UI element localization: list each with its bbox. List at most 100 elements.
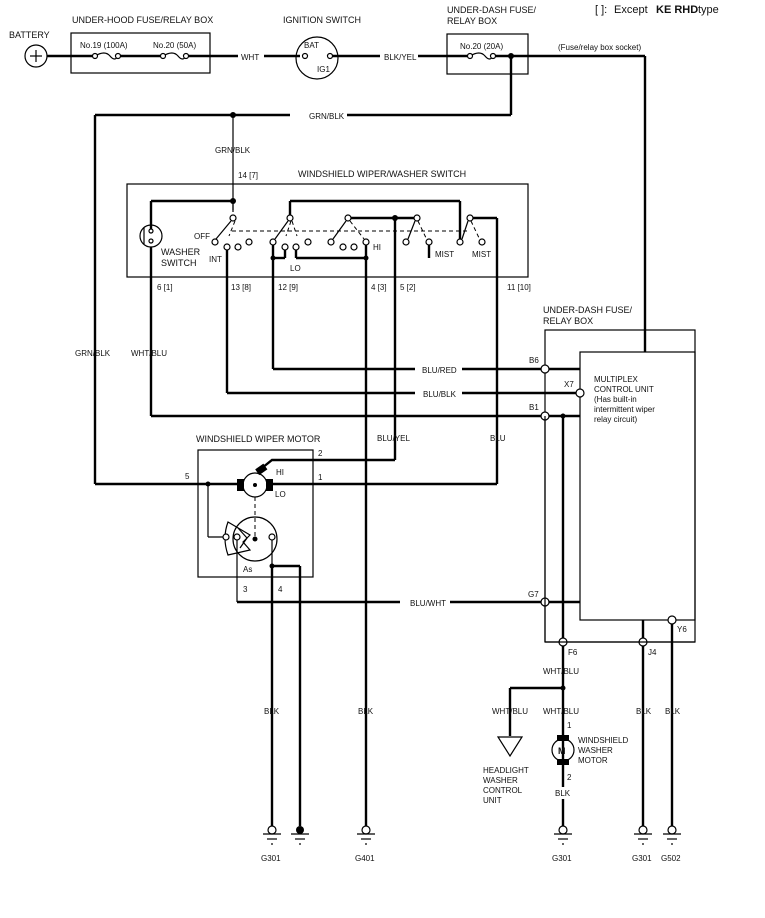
pin-m3: 3: [243, 585, 248, 594]
ground-g401: G401: [355, 825, 375, 863]
pin-sw-12: 12 [9]: [278, 283, 298, 292]
headlight-label-2: WASHER: [483, 776, 518, 785]
ground-motor-case: [291, 826, 309, 845]
pin-m4: 4: [278, 585, 283, 594]
pin-j4: J4: [648, 648, 657, 657]
pin-sw-14: 14 [7]: [238, 171, 258, 180]
fuse-20-hood-label: No.20 (50A): [153, 41, 196, 50]
switch-pos-lo: LO: [290, 264, 301, 273]
connector-arrow-icon: [496, 736, 524, 758]
wire-label-wht-blu-f6: WHT/BLU: [543, 667, 579, 676]
pin-sw-11: 11 [10]: [507, 283, 531, 292]
wire-label-blu-yel: BLU/YEL: [377, 434, 410, 443]
mcu-box-label-2: RELAY BOX: [543, 316, 593, 326]
ground-icon: [638, 825, 648, 835]
legend-note: [ ]: Except KE RHD type: [595, 4, 719, 16]
ground-icon: [558, 825, 568, 835]
ground-label: G502: [661, 854, 681, 863]
wire-label-blk-1: BLK: [264, 707, 280, 716]
switch-pos-int: INT: [209, 255, 222, 264]
under-dash-fuse-relay-box: UNDER-DASH FUSE/ RELAY BOX No.20 (20A): [446, 5, 537, 75]
mcu-box-label-1: UNDER-DASH FUSE/: [543, 305, 633, 315]
battery: BATTERY: [9, 30, 50, 68]
wiper-switch-label: WINDSHIELD WIPER/WASHER SWITCH: [298, 169, 466, 179]
pin-m5: 5: [185, 472, 190, 481]
ground-icon: [267, 825, 277, 835]
wire-label-blk-yel: BLK/YEL: [384, 53, 417, 62]
ground-g301-a: G301: [261, 825, 281, 863]
motor-lo-label: LO: [275, 490, 286, 499]
ground-label: G301: [552, 854, 572, 863]
note-except: Except: [614, 4, 648, 16]
wire-label-blk-5: BLK: [665, 707, 681, 716]
wire-label-wht-blu-left: WHT/BLU: [131, 349, 167, 358]
wire-label-blk-4: BLK: [636, 707, 652, 716]
ground-label: G301: [261, 854, 281, 863]
pin-m1: 1: [318, 473, 323, 482]
motor-hi-label: HI: [276, 468, 284, 477]
ignition-switch-label: IGNITION SWITCH: [283, 15, 361, 25]
mcu-label-2: CONTROL UNIT: [594, 385, 654, 394]
washer-switch-label-1: WASHER: [161, 247, 201, 257]
pin-f6: F6: [568, 648, 578, 657]
wire-label-blu-wht: BLU/WHT: [410, 599, 446, 608]
wire-label-grn-blk-left: GRN/BLK: [75, 349, 111, 358]
wire-label-wht-blu-hl: WHT/BLU: [492, 707, 528, 716]
pin-sw-13: 13 [8]: [231, 283, 251, 292]
connector-y6: [667, 615, 677, 625]
headlight-label-3: CONTROL: [483, 786, 523, 795]
washer-motor-label-2: WASHER: [578, 746, 613, 755]
switch-pos-off: OFF: [194, 232, 210, 241]
under-dash-box-label-1: UNDER-DASH FUSE/: [447, 5, 537, 15]
windshield-wiper-motor: WINDSHIELD WIPER MOTOR 5 2 1 HI LO As 3 …: [95, 434, 497, 594]
ground-label: G301: [632, 854, 652, 863]
battery-label: BATTERY: [9, 30, 50, 40]
washer-motor-label-1: WINDSHIELD: [578, 736, 628, 745]
pin-b1: B1: [529, 403, 539, 412]
ground-icon: [296, 826, 304, 834]
note-bracket: [ ]:: [595, 4, 607, 16]
pin-sw-5: 5 [2]: [400, 283, 416, 292]
ground-icon: [667, 825, 677, 835]
multiplex-control-unit: UNDER-DASH FUSE/ RELAY BOX MULTIPLEX CON…: [528, 305, 696, 657]
headlight-label-4: UNIT: [483, 796, 502, 805]
washer-motor-label-3: MOTOR: [578, 756, 608, 765]
pin-wm1: 1: [567, 721, 572, 730]
switch-pos-hi: HI: [373, 243, 381, 252]
wire-label-wht-blu-wm: WHT/BLU: [543, 707, 579, 716]
pin-sw-4: 4 [3]: [371, 283, 387, 292]
wire-label-blk-2: BLK: [358, 707, 374, 716]
mcu-label-5: relay circuit): [594, 415, 637, 424]
pin-y6: Y6: [677, 625, 687, 634]
under-hood-fuse-relay-box: UNDER-HOOD FUSE/RELAY BOX No.19 (100A) N…: [70, 15, 213, 74]
note-type: type: [698, 4, 719, 16]
switch-pos-mist-2: MIST: [472, 250, 491, 259]
wire-label-blu-blk: BLU/BLK: [423, 390, 457, 399]
under-hood-box-label: UNDER-HOOD FUSE/RELAY BOX: [72, 15, 213, 25]
wire-label-wht: WHT: [241, 53, 259, 62]
wire-label-blu-red: BLU/RED: [422, 366, 457, 375]
headlight-washer-control-unit: HEADLIGHT WASHER CONTROL UNIT: [483, 736, 529, 805]
motor-icon: [551, 738, 575, 762]
fuse-icon: [94, 52, 119, 60]
wire-label-grn-blk-mid: GRN/BLK: [215, 146, 251, 155]
note-ke-rhd: KE RHD: [656, 4, 698, 16]
ign-bat-label: BAT: [304, 41, 319, 50]
headlight-label-1: HEADLIGHT: [483, 766, 529, 775]
wiper-motor-label: WINDSHIELD WIPER MOTOR: [196, 434, 321, 444]
pin-g7: G7: [528, 590, 539, 599]
ground-label: G401: [355, 854, 375, 863]
mcu-label-1: MULTIPLEX: [594, 375, 639, 384]
ignition-switch: IGNITION SWITCH BAT IG1: [283, 15, 361, 80]
connector-x7: [575, 388, 585, 398]
fuse-icon: [469, 52, 494, 60]
motor-as-label: As: [243, 565, 252, 574]
wire-label-grn-blk-top: GRN/BLK: [309, 112, 345, 121]
connector-b6: [540, 364, 550, 374]
socket-note: (Fuse/relay box socket): [558, 43, 641, 52]
switch-pos-mist-1: MIST: [435, 250, 454, 259]
fuse-icon: [162, 52, 187, 60]
ign-ig1-label: IG1: [317, 65, 330, 74]
wiper-washer-switch: WINDSHIELD WIPER/WASHER SWITCH WASHER SW…: [126, 169, 531, 292]
